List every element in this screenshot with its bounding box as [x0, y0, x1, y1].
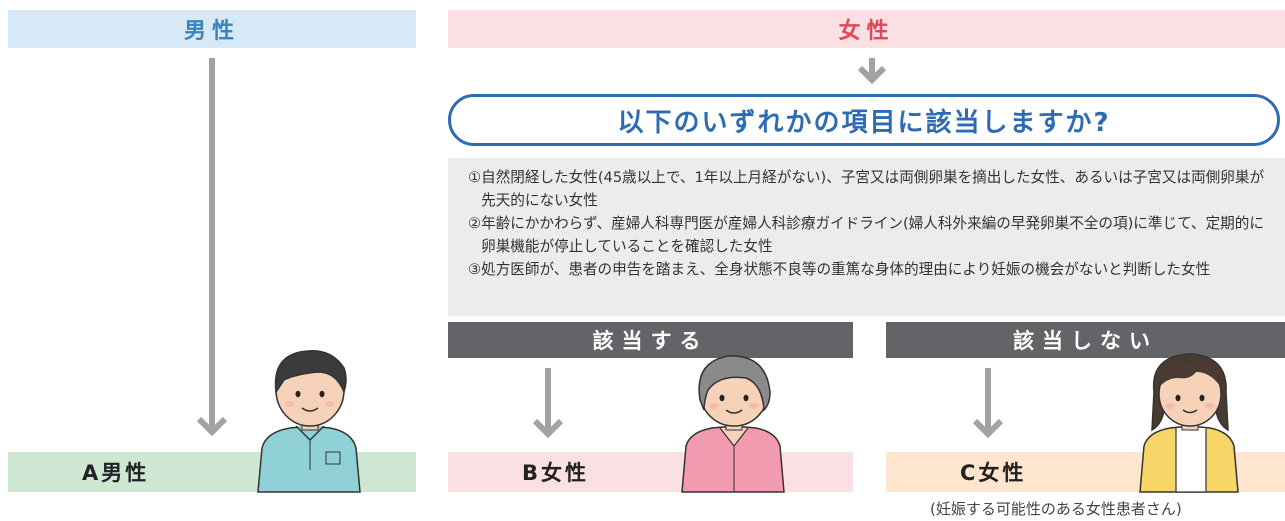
criteria-number: ②: [468, 215, 482, 232]
criteria-item: ① 自然閉経した女性(45歳以上で、1年以上月経がない)、子宮又は両側卵巣を摘出…: [468, 166, 1271, 212]
result-b-female: B女性: [448, 452, 853, 492]
criteria-item: ② 年齢にかかわらず、産婦人科専門医が産婦人科診療ガイドライン(婦人科外来編の早…: [468, 212, 1271, 258]
male-header: 男性: [8, 10, 416, 48]
result-c-note: (妊娠する可能性のある女性患者さん): [930, 500, 1182, 518]
down-arrow-icon: [972, 368, 1004, 439]
down-arrow-icon: [532, 368, 564, 439]
criteria-number: ③: [468, 261, 482, 278]
criteria-number: ①: [468, 169, 482, 186]
branch-not-applicable: 該当しない: [886, 322, 1285, 358]
result-a-male: A男性: [8, 452, 416, 492]
question-box: 以下のいずれかの項目に該当しますか?: [448, 94, 1280, 146]
branch-applicable: 該当する: [448, 322, 853, 358]
down-arrow-icon: [196, 58, 228, 437]
female-header: 女性: [448, 10, 1285, 48]
down-arrow-icon: [857, 58, 887, 85]
criteria-item: ③ 処方医師が、患者の申告を踏まえ、全身状態不良等の重篤な身体的理由により妊娠の…: [468, 258, 1271, 281]
result-c-female: C女性: [886, 452, 1285, 492]
criteria-text: 処方医師が、患者の申告を踏まえ、全身状態不良等の重篤な身体的理由により妊娠の機会…: [481, 261, 1211, 278]
question-text: 以下のいずれかの項目に該当しますか?: [617, 107, 1111, 138]
criteria-text: 年齢にかかわらず、産婦人科専門医が産婦人科診療ガイドライン(婦人科外来編の早発卵…: [481, 215, 1264, 255]
criteria-text: 自然閉経した女性(45歳以上で、1年以上月経がない)、子宮又は両側卵巣を摘出した…: [481, 169, 1265, 209]
criteria-list: ① 自然閉経した女性(45歳以上で、1年以上月経がない)、子宮又は両側卵巣を摘出…: [448, 158, 1285, 316]
